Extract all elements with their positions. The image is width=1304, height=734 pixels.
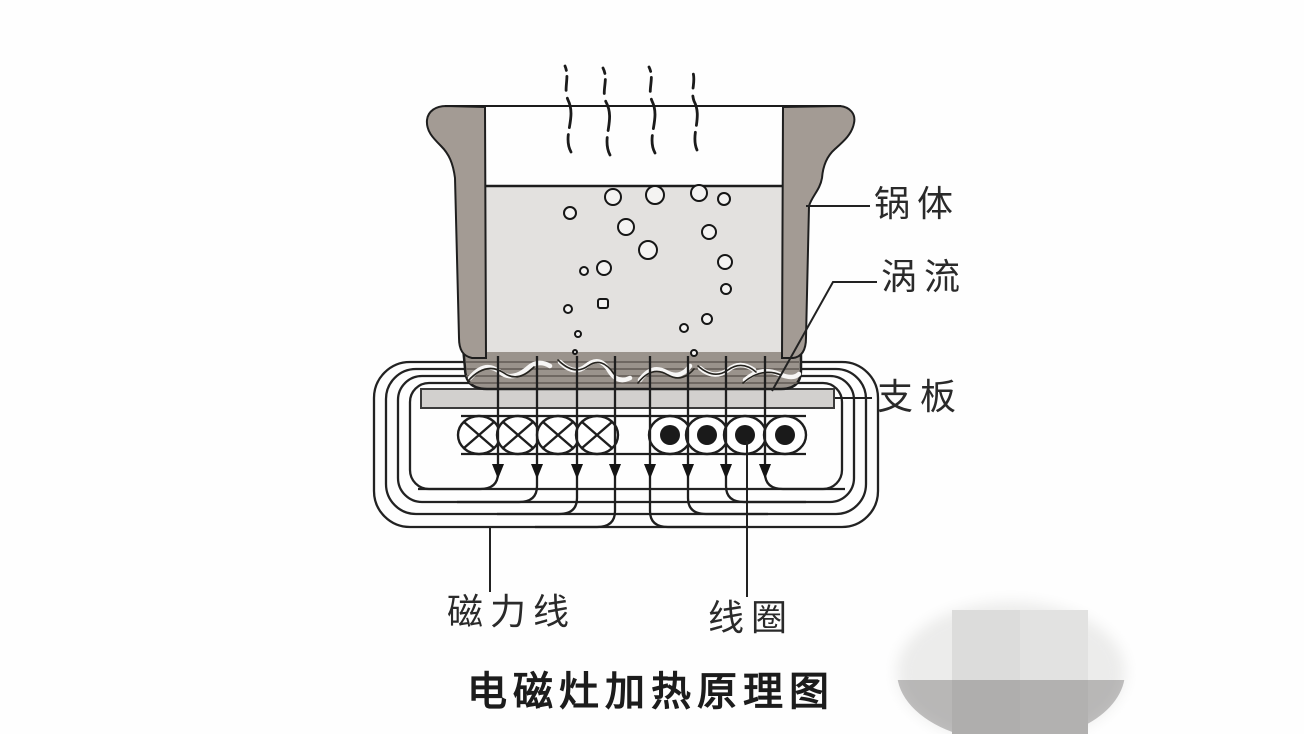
field-line-arrows bbox=[418, 356, 845, 529]
support-plate bbox=[420, 388, 835, 409]
pot-wall-left bbox=[425, 104, 488, 359]
leader-lines bbox=[489, 205, 877, 597]
watermark bbox=[897, 602, 1125, 734]
eddy-current-squiggles bbox=[467, 358, 802, 384]
leader-eddy-current bbox=[771, 281, 877, 392]
steam-lines bbox=[563, 64, 699, 157]
label-pot-body: 锅体 bbox=[874, 183, 961, 224]
down-arrowheads bbox=[492, 464, 771, 479]
pot bbox=[425, 104, 856, 391]
diagram-title: 电磁灶加热原理图 bbox=[467, 670, 835, 714]
bubbles bbox=[563, 184, 733, 357]
coil-row bbox=[456, 414, 808, 456]
label-coil: 线圈 bbox=[708, 597, 795, 638]
label-eddy-current: 涡流 bbox=[881, 256, 968, 297]
coil-right-dot bbox=[647, 414, 808, 456]
label-magnetic-lines: 磁力线 bbox=[447, 591, 577, 632]
coil-left-cross bbox=[456, 414, 620, 456]
pot-wall-right bbox=[780, 104, 856, 359]
label-support-plate: 支板 bbox=[877, 376, 964, 417]
water bbox=[484, 186, 785, 352]
